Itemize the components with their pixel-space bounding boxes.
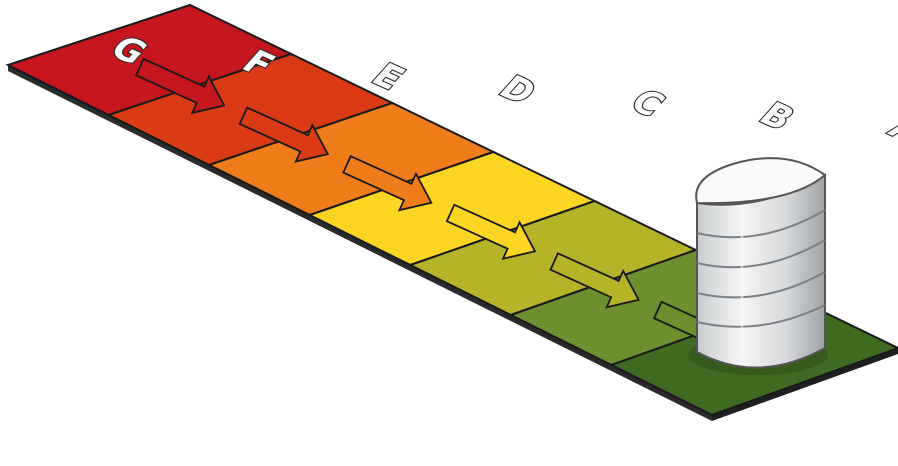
cylindrical-building-icon [688, 158, 828, 375]
rating-label-e: E [363, 57, 412, 97]
rating-label-b: B [751, 96, 802, 137]
rating-label-c: C [622, 83, 672, 124]
rating-label-d: D [491, 70, 544, 112]
rating-label-a: A [880, 110, 898, 151]
